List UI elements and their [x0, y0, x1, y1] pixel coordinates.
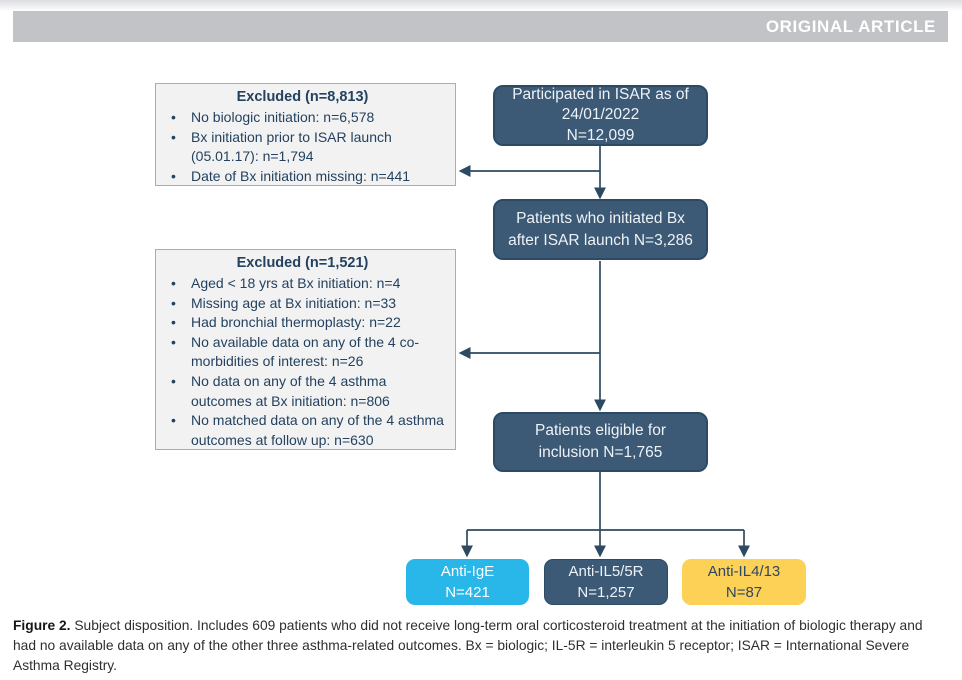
page-top-shadow — [0, 0, 962, 11]
excluded-1-title: Excluded (n=8,813) — [236, 89, 369, 105]
node-text-line: Patients who initiated Bx — [516, 209, 685, 227]
node-text-line: inclusion N=1,765 — [538, 444, 663, 461]
excluded-2-item: No matched data on any of the 4 asthma o… — [168, 411, 445, 450]
node-excluded-1: Excluded (n=8,813) No biologic initiatio… — [155, 83, 456, 186]
node-text-line: 24/01/2022 — [561, 106, 640, 124]
group-label: Anti-IL5/5R — [568, 562, 644, 580]
node-anti-ige: Anti-IgE N=421 — [406, 559, 529, 605]
node-text-line: after ISAR launch N=3,286 — [508, 231, 693, 249]
node-anti-il4-13: Anti-IL4/13 N=87 — [682, 559, 806, 605]
excluded-1-list: No biologic initiation: n=6,578 Bx initi… — [156, 108, 449, 186]
node-text-line: Participated in ISAR as of — [512, 85, 689, 103]
figure-caption-text: Subject disposition. Includes 609 patien… — [13, 618, 923, 673]
excluded-2-item: No available data on any of the 4 co-mor… — [168, 333, 445, 372]
excluded-2-item: Aged < 18 yrs at Bx initiation: n=4 — [168, 274, 445, 294]
node-text-line: Patients eligible for — [535, 422, 666, 439]
excluded-2-title: Excluded (n=1,521) — [236, 255, 369, 271]
excluded-2-item: Missing age at Bx initiation: n=33 — [168, 294, 445, 314]
group-label: Anti-IL4/13 — [707, 562, 781, 580]
group-count: N=87 — [725, 584, 763, 601]
excluded-1-item: Date of Bx initiation missing: n=441 — [168, 167, 445, 187]
article-type-label: ORIGINAL ARTICLE — [765, 17, 936, 36]
excluded-2-list: Aged < 18 yrs at Bx initiation: n=4 Miss… — [156, 274, 449, 450]
group-label: Anti-IgE — [440, 562, 495, 580]
node-eligible-inclusion: Patients eligible for inclusion N=1,765 — [493, 412, 708, 472]
node-participated-isar: Participated in ISAR as of 24/01/2022 N=… — [493, 85, 708, 146]
figure-caption-label: Figure 2. — [13, 618, 71, 633]
node-excluded-2: Excluded (n=1,521) Aged < 18 yrs at Bx i… — [155, 249, 456, 450]
figure-caption: Figure 2. Subject disposition. Includes … — [13, 616, 946, 676]
excluded-1-item: No biologic initiation: n=6,578 — [168, 108, 445, 128]
article-type-banner: ORIGINAL ARTICLE — [13, 11, 948, 42]
group-count: N=421 — [445, 584, 490, 601]
group-count: N=1,257 — [577, 584, 635, 601]
excluded-2-item: Had bronchial thermoplasty: n=22 — [168, 313, 445, 333]
excluded-2-item: No data on any of the 4 asthma outcomes … — [168, 372, 445, 411]
excluded-1-item: Bx initiation prior to ISAR launch (05.0… — [168, 128, 445, 167]
node-initiated-bx: Patients who initiated Bx after ISAR lau… — [493, 199, 708, 260]
node-anti-il5-5r: Anti-IL5/5R N=1,257 — [544, 559, 668, 605]
node-text-line: N=12,099 — [566, 126, 635, 144]
